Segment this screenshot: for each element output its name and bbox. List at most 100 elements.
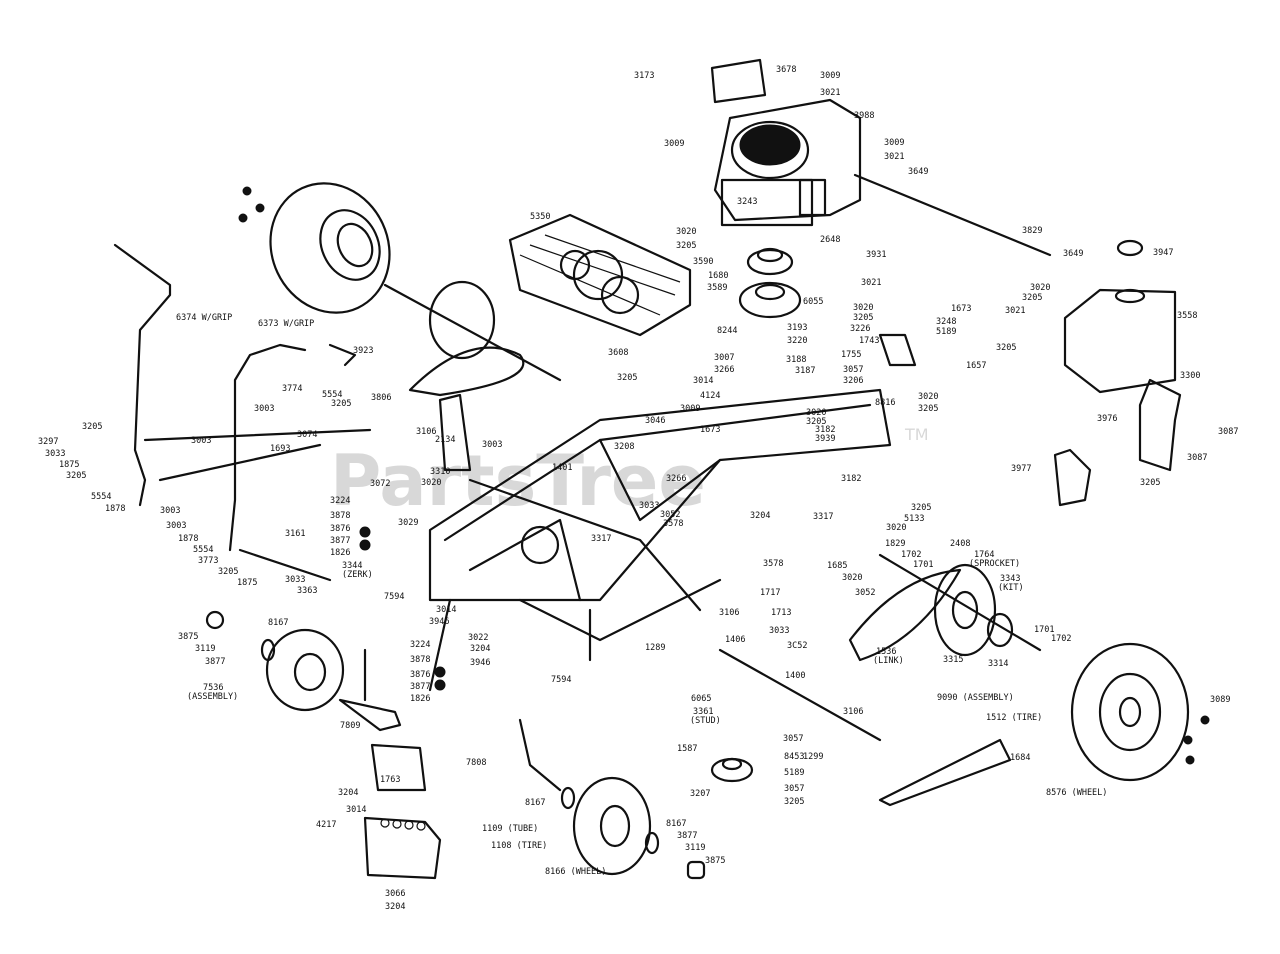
part-label: 3774 xyxy=(282,384,302,394)
part-label: 3033 xyxy=(769,626,789,636)
frame-drawing xyxy=(428,388,892,742)
bracket-drawing xyxy=(878,333,1182,507)
part-label: 5189 xyxy=(936,327,956,337)
part-label: 1713 xyxy=(771,608,791,618)
part-label: 3678 xyxy=(776,65,796,75)
part-label: 1536 xyxy=(876,647,896,657)
part-label: 7536 xyxy=(203,683,223,693)
part-label: 3046 xyxy=(645,416,665,426)
part-label: 3248 xyxy=(936,317,956,327)
part-label: 3224 xyxy=(330,496,350,506)
part-label: 3021 xyxy=(861,278,881,288)
part-label: 3087 xyxy=(1218,427,1238,437)
part-label: 3C52 xyxy=(787,641,807,651)
part-label: 3829 xyxy=(1022,226,1042,236)
part-label: 1755 xyxy=(841,350,861,360)
part-label: 1684 xyxy=(1010,753,1030,763)
part-label: 3021 xyxy=(820,88,840,98)
pulley-drawing xyxy=(710,247,802,783)
part-label: 3020 xyxy=(421,478,441,488)
part-label: 3003 xyxy=(191,436,211,446)
handle-drawing xyxy=(113,243,472,582)
part-label: 8453 xyxy=(784,752,804,762)
part-label: 3205 xyxy=(676,241,696,251)
part-label: 3649 xyxy=(908,167,928,177)
part-label: 3266 xyxy=(714,365,734,375)
part-label: 1685 xyxy=(827,561,847,571)
part-label: 1701 xyxy=(1034,625,1054,635)
part-label: 3182 xyxy=(815,425,835,435)
part-label: 3106 xyxy=(843,707,863,717)
part-label: 8167 xyxy=(666,819,686,829)
part-label: 1400 xyxy=(785,671,805,681)
part-label: 3931 xyxy=(866,250,886,260)
part-label: 3173 xyxy=(634,71,654,81)
part-label: 3021 xyxy=(884,152,904,162)
part-label: 3014 xyxy=(436,605,456,615)
part-label: 3578 xyxy=(663,519,683,529)
part-label: 3074 xyxy=(297,430,317,440)
part-label: 1702 xyxy=(1051,634,1071,644)
part-label: 5554 xyxy=(322,390,342,400)
part-label: 1406 xyxy=(725,635,745,645)
part-label: 3310 xyxy=(430,467,450,477)
part-label: (ZERK) xyxy=(342,570,373,580)
part-label: 3205 xyxy=(1022,293,1042,303)
part-label: 1717 xyxy=(760,588,780,598)
part-label: 1878 xyxy=(105,504,125,514)
part-label: 3204 xyxy=(470,644,490,654)
part-label: 3578 xyxy=(763,559,783,569)
part-label: 3003 xyxy=(166,521,186,531)
part-label: 3021 xyxy=(1005,306,1025,316)
part-label: 3317 xyxy=(813,512,833,522)
part-label: 8244 xyxy=(717,326,737,336)
part-label: 3033 xyxy=(639,501,659,511)
part-label: (ASSEMBLY) xyxy=(187,692,238,702)
part-label: 3204 xyxy=(750,511,770,521)
part-label: 3806 xyxy=(371,393,391,403)
part-label: 3057 xyxy=(784,784,804,794)
part-label: 3009 xyxy=(664,139,684,149)
part-label: 4124 xyxy=(700,391,720,401)
part-label: 1401 xyxy=(552,463,572,473)
part-label: 3878 xyxy=(410,655,430,665)
part-label: 3344 xyxy=(342,561,362,571)
part-label: 3020 xyxy=(918,392,938,402)
part-label: 3033 xyxy=(285,575,305,585)
part-label: 8576 (WHEEL) xyxy=(1046,788,1107,798)
part-label: 4217 xyxy=(316,820,336,830)
part-label: 3205 xyxy=(918,404,938,414)
part-label: 7594 xyxy=(384,592,404,602)
part-label: 3072 xyxy=(370,479,390,489)
part-label: 5133 xyxy=(904,514,924,524)
part-label: 3182 xyxy=(841,474,861,484)
part-label: 5189 xyxy=(784,768,804,778)
part-label: 7809 xyxy=(340,721,360,731)
part-label: 3014 xyxy=(693,376,713,386)
part-label: 3052 xyxy=(855,588,875,598)
part-label: 3188 xyxy=(786,355,806,365)
part-label: 3589 xyxy=(707,283,727,293)
rear-right-wheel-drawing xyxy=(878,642,1190,807)
part-label: 3205 xyxy=(784,797,804,807)
part-label: 3877 xyxy=(205,657,225,667)
part-label: 1673 xyxy=(700,425,720,435)
part-label: 3020 xyxy=(806,408,826,418)
part-label: 3204 xyxy=(385,902,405,912)
part-label: 1108 (TIRE) xyxy=(491,841,547,851)
part-label: 3014 xyxy=(346,805,366,815)
part-label: 3205 xyxy=(1140,478,1160,488)
part-label: 1875 xyxy=(59,460,79,470)
battery-drawing xyxy=(363,743,442,880)
part-label: 3875 xyxy=(705,856,725,866)
rear-axle-drawing xyxy=(848,553,1042,662)
part-label: 8166 (WHEEL) xyxy=(545,867,606,877)
part-label: 3876 xyxy=(330,524,350,534)
part-label: 5350 xyxy=(530,212,550,222)
part-label: 1289 xyxy=(645,643,665,653)
part-label: 3923 xyxy=(353,346,373,356)
part-label: 3224 xyxy=(410,640,430,650)
part-label: 3003 xyxy=(160,506,180,516)
front-left-wheel-drawing xyxy=(205,610,402,732)
part-label: 3314 xyxy=(988,659,1008,669)
